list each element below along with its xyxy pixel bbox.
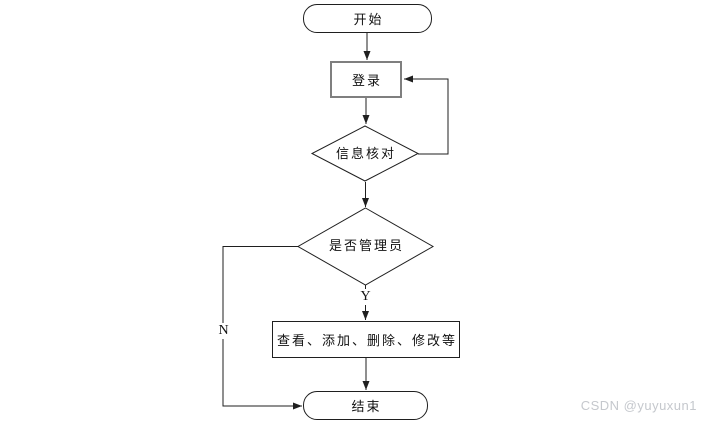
login-label: 登录 (351, 73, 382, 88)
start-terminator: 开始 (303, 4, 432, 33)
csdn-watermark: CSDN @yuyuxun1 (580, 398, 697, 413)
admin-ops-process: 查看、添加、删除、修改等 (272, 321, 460, 358)
end-terminator: 结束 (303, 391, 428, 420)
admin-ops-label: 查看、添加、删除、修改等 (276, 333, 457, 348)
login-process: 登录 (330, 61, 402, 98)
branch-label-no: N (215, 323, 232, 339)
connector-verify-feedback-to-login (404, 75, 449, 155)
decision-verify-shape (310, 125, 420, 182)
end-label: 结束 (351, 399, 382, 414)
branch-label-yes: Y (357, 289, 374, 305)
isadmin-decision-label: 是否管理员 (328, 238, 404, 253)
verify-decision-label: 信息核对 (335, 146, 396, 161)
decision-isadmin-shape (296, 207, 435, 286)
start-label: 开始 (353, 12, 384, 27)
